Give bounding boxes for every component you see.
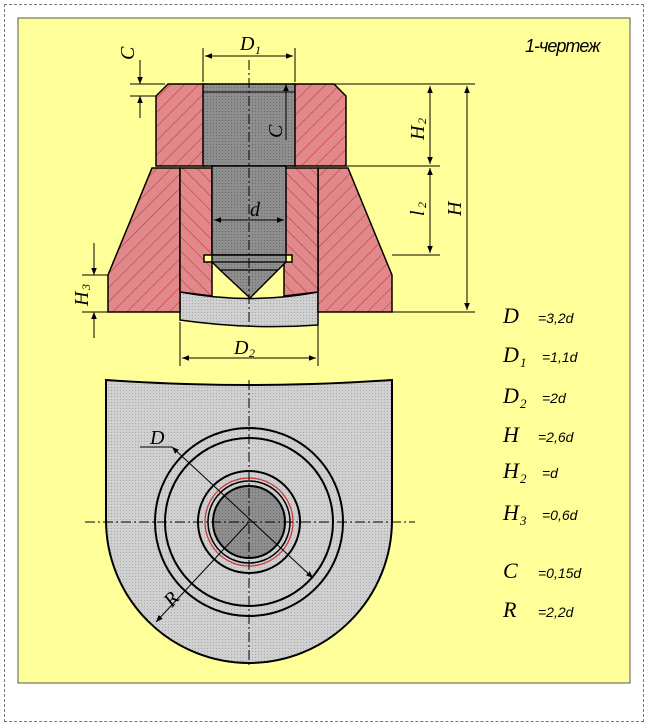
- label-D: D: [149, 427, 165, 449]
- legend-symbol: D: [502, 303, 519, 328]
- label-l2-sub: 2: [415, 202, 429, 208]
- label-H3: H: [71, 290, 93, 307]
- legend-symbol: C: [503, 558, 518, 583]
- legend-value: =2,2d: [538, 604, 575, 620]
- label-d: d: [250, 199, 261, 221]
- bushing-right-section: [283, 167, 319, 297]
- legend-symbol: D: [502, 342, 519, 367]
- nut-right-section: [292, 83, 347, 167]
- legend-symbol: H: [502, 422, 520, 447]
- legend-subscript: 2: [520, 471, 527, 486]
- legend-value: =0,6d: [542, 507, 579, 523]
- label-H3-sub: 3: [79, 284, 93, 291]
- legend-subscript: 2: [520, 396, 527, 411]
- label-D2-sub: 2: [249, 346, 255, 360]
- legend-value: =2d: [542, 390, 567, 406]
- nut-left-section: [155, 83, 206, 167]
- section-dimensions: D 1 C C d H 2 l 2 H H 3: [71, 33, 475, 366]
- legend-symbol: R: [502, 597, 517, 622]
- bolt-head: [202, 83, 296, 167]
- label-C-inner: C: [265, 124, 287, 138]
- label-H: H: [444, 200, 466, 217]
- bushing-left-section: [179, 167, 213, 297]
- legend-symbol: H: [502, 500, 520, 525]
- legend-symbol: H: [502, 458, 520, 483]
- legend-value: =1,1d: [542, 349, 579, 365]
- label-D2: D: [233, 337, 249, 359]
- label-D1: D: [239, 33, 255, 55]
- legend-symbol: D: [502, 383, 519, 408]
- label-H2: H: [407, 124, 429, 141]
- drawing-title: 1-чертеж: [525, 36, 602, 56]
- legend-value: =3,2d: [538, 310, 575, 326]
- cone-left-section: [107, 167, 181, 313]
- label-C-left: C: [117, 46, 139, 60]
- legend-value: =2,6d: [538, 429, 575, 445]
- label-l2: l: [407, 210, 429, 216]
- label-D1-sub: 1: [255, 43, 261, 57]
- section-view: [107, 60, 393, 330]
- legend-value: =0,15d: [538, 565, 582, 581]
- legend-value: =d: [542, 465, 559, 481]
- label-H2-sub: 2: [415, 118, 429, 124]
- top-view: D R: [85, 378, 415, 668]
- legend-subscript: 3: [519, 513, 527, 528]
- legend-subscript: 1: [520, 355, 527, 370]
